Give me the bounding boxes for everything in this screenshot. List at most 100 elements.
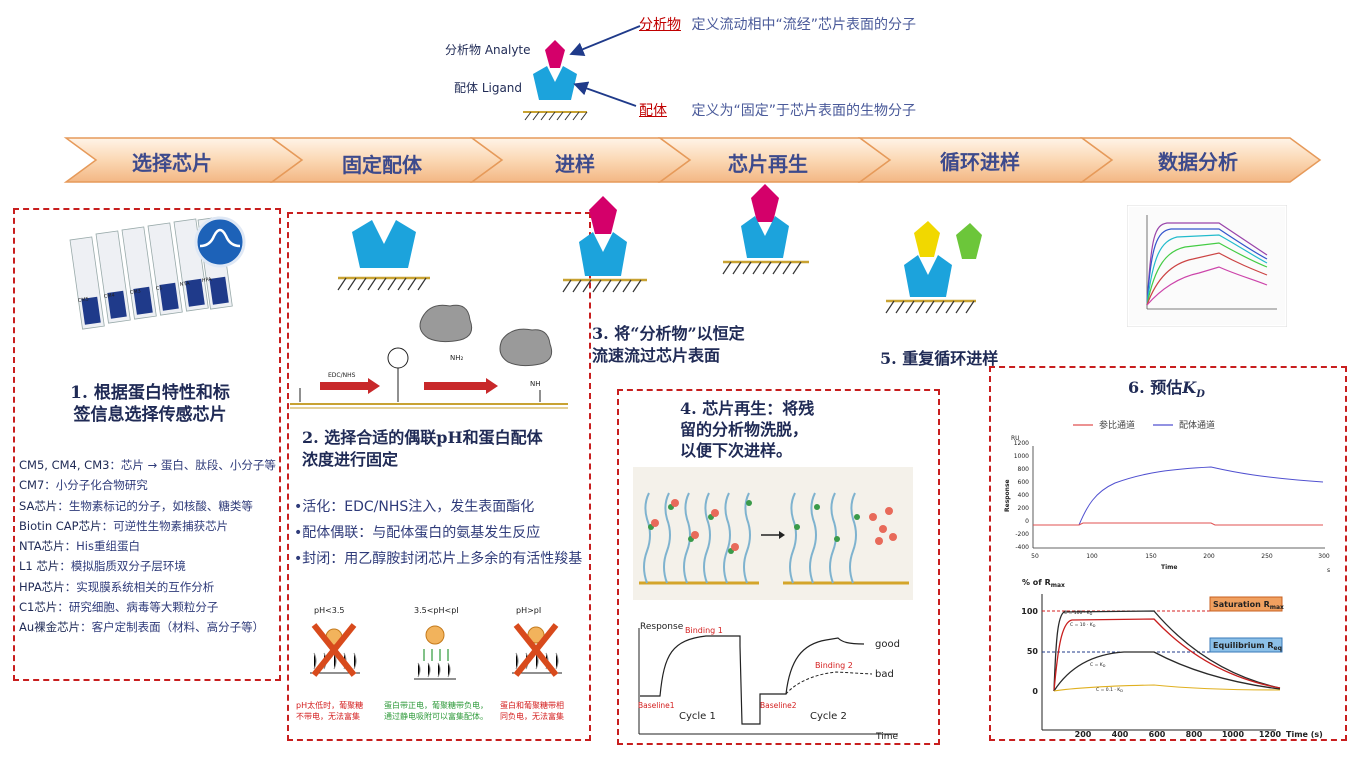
analyte-term: 分析物	[639, 17, 681, 33]
list-item: HPA芯片：实现膜系统相关的互作分析	[19, 579, 215, 594]
chip-label: NTA	[179, 281, 190, 288]
svg-text:400: 400	[1112, 730, 1129, 739]
svg-text:200: 200	[1018, 505, 1030, 512]
baseline2-label: Baseline2	[760, 701, 797, 710]
panel2-title: 2. 选择合适的偶联pH和蛋白配体 浓度进行固定	[302, 428, 543, 469]
ru-label: RU	[1011, 435, 1020, 442]
svg-text:C = KD: C = KD	[1090, 662, 1106, 668]
list-item: L1 芯片：模拟脂质双分子层环境	[19, 559, 186, 574]
cross-icon	[512, 623, 562, 677]
binding1-label: Binding 1	[685, 626, 723, 635]
regeneration-illustration	[633, 467, 913, 600]
equilibrium-label: Equilibrium Req	[1213, 641, 1282, 652]
analyte-ligand-icon	[523, 40, 588, 121]
coupling-steps-list: •活化：EDC/NHS注入，发生表面酯化 •配体偶联：与配体蛋白的氨基发生反应 …	[294, 494, 582, 572]
svg-text:400: 400	[1018, 492, 1030, 499]
list-item: •配体偶联：与配体蛋白的氨基发生反应	[294, 525, 541, 541]
svg-text:100: 100	[1021, 607, 1038, 616]
top-legend: 分析物 Analyte 配体 Ligand 分析物 定义流动相中“流经”芯片表面…	[420, 8, 980, 133]
good-label: good	[875, 639, 900, 650]
cycle-injection-icon	[885, 221, 982, 314]
biacore-logo-icon	[194, 216, 246, 268]
svg-text:50: 50	[1027, 647, 1039, 656]
nh-label: NH	[530, 380, 541, 388]
response-chart: 参比通道 配体通道 RU 1200 1000 800 600 400 200 0…	[1004, 419, 1330, 574]
analyte-definition: 分析物 定义流动相中“流经”芯片表面的分子	[639, 14, 916, 34]
coupling-chemistry-image: NH₂ NH EDC/NHS	[290, 304, 568, 409]
saturation-box	[1209, 596, 1283, 612]
sensorgram-y-label: Response	[640, 622, 684, 632]
response-s-label: s	[1327, 567, 1330, 574]
list-item: SA芯片：生物素标记的分子，如核酸、糖类等	[19, 498, 253, 513]
svg-text:250: 250	[1261, 553, 1273, 560]
ph-case-mid: 3.5<pH<pI 蛋白带正电，葡聚糖带负电，通过静电吸附可以富集配体。	[384, 606, 488, 721]
cross-icon	[310, 623, 360, 677]
bad-label: bad	[875, 669, 894, 680]
svg-text:300: 300	[1318, 553, 1330, 560]
panel1-title: 1. 根据蛋白特性和标 签信息选择传感芯片	[70, 383, 230, 425]
ligand-channel-curve	[1033, 466, 1324, 526]
list-item: C1芯片：研究细胞、病毒等大颗粒分子	[19, 600, 219, 615]
svg-text:0: 0	[1032, 687, 1038, 696]
fraction-bound-chart: % of Rmax 100 50 0 200 400 600 800 1000 …	[1021, 578, 1323, 739]
time-label: Time (s)	[1286, 730, 1323, 739]
step5-text: 5. 重复循环进样	[880, 349, 999, 368]
list-item: •封闭：用乙醇胺封闭芯片上多余的有活性羧基	[294, 551, 583, 567]
svg-text:0: 0	[1025, 518, 1029, 525]
response-y-label: Response	[1004, 479, 1011, 512]
nh2-label: NH₂	[450, 354, 464, 362]
chip-type-list: CM5, CM4, CM3：芯片 → 蛋白、肽段、小分子等 CM7：小分子化合物…	[19, 455, 277, 638]
panel-regeneration	[617, 389, 940, 745]
binding2-label: Binding 2	[815, 661, 853, 670]
arrow-icons	[569, 25, 641, 107]
step-label-3: 进样	[555, 152, 595, 176]
injection-icon	[562, 196, 647, 293]
ligand-def: 定义为“固定”于芯片表面的生物分子	[691, 103, 916, 119]
cycle2-label: Cycle 2	[810, 711, 847, 722]
svg-text:600: 600	[1018, 479, 1030, 486]
svg-text:600: 600	[1149, 730, 1166, 739]
svg-text:50: 50	[1031, 553, 1039, 560]
svg-text:800: 800	[1186, 730, 1203, 739]
chip-label: CM3	[129, 289, 141, 296]
svg-text:-400: -400	[1015, 544, 1029, 551]
reference-channel-curve	[1033, 522, 1323, 526]
analyte-def: 定义流动相中“流经”芯片表面的分子	[691, 17, 916, 33]
list-item: CM5, CM4, CM3：芯片 → 蛋白、肽段、小分子等	[19, 458, 276, 472]
saturation-label: Saturation Rmax	[1213, 600, 1284, 611]
sensorgram-cycles: Response Time Binding 1 Binding 2 Baseli…	[638, 622, 900, 742]
step-bar	[63, 137, 1322, 183]
check-icon	[414, 625, 456, 680]
list-item: CM7：小分子化合物研究	[19, 478, 148, 493]
analyte-label: 分析物 Analyte	[445, 43, 531, 57]
ligand-on-surface-icon	[337, 220, 430, 291]
data-analysis-thumbnail	[1127, 205, 1287, 327]
svg-text:1000: 1000	[1222, 730, 1245, 739]
panel4-title: 4. 芯片再生：将残 留的分析物洗脱， 以便下次进样。	[680, 399, 815, 460]
regeneration-icon	[722, 184, 809, 275]
ligand-term: 配体	[639, 103, 667, 119]
legend-lig: 配体通道	[1179, 419, 1215, 431]
svg-text:1200: 1200	[1014, 440, 1029, 447]
panel-estimate-kd	[989, 366, 1347, 741]
ligand-label: 配体 Ligand	[454, 81, 523, 95]
step3-text: 3. 将“分析物”以恒定 流速流过芯片表面	[592, 324, 745, 365]
ph-case-low: pH<3.5 pH太低时，葡聚糖不带电，无法富集	[296, 606, 364, 721]
list-item: Biotin CAP芯片：可逆性生物素捕获芯片	[19, 518, 229, 533]
chip-label: CM5	[77, 297, 89, 304]
svg-text:200: 200	[1203, 553, 1215, 560]
chip-label: CM4	[103, 293, 115, 300]
chip-label: C1	[155, 285, 162, 292]
step-label-1: 选择芯片	[132, 151, 212, 175]
step-chevron-6	[1079, 137, 1322, 183]
baseline1-label: Baseline1	[638, 701, 675, 710]
ligand-definition: 配体 定义为“固定”于芯片表面的生物分子	[639, 100, 916, 120]
panel6-title: 6. 预估KD	[1128, 378, 1205, 401]
svg-text:C = 10 · KD: C = 10 · KD	[1070, 622, 1096, 628]
svg-text:C = 100 · KD: C = 100 · KD	[1064, 610, 1093, 616]
response-x-label: Time	[1161, 564, 1177, 571]
chip-label: HPA	[201, 277, 212, 284]
legend-ref: 参比通道	[1099, 419, 1135, 431]
sensorgram-x-label: Time	[875, 732, 898, 742]
cycle1-label: Cycle 1	[679, 711, 716, 722]
